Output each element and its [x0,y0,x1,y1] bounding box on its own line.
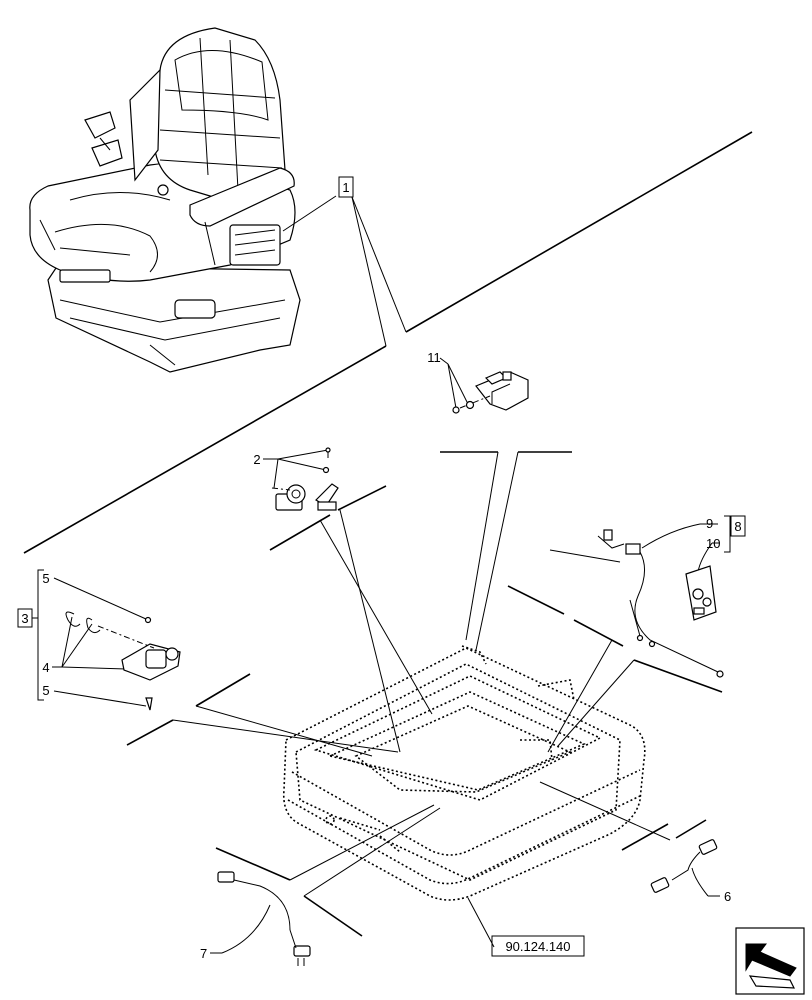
next-page-arrow-icon[interactable] [735,927,805,995]
callout-7: 7 [200,946,207,961]
harness-part-7 [217,871,311,966]
bracket-3 [37,569,44,701]
seat-assembly [29,27,301,373]
callout-11: 11 [427,350,441,365]
callout-5-top: 5 [42,571,49,586]
callout-6: 6 [724,889,731,904]
callout-8: 8 [734,519,741,534]
callout-8-box [730,515,746,537]
switch-panel-part-10 [685,565,717,621]
callout-1-box [338,176,354,198]
callout-10: 10 [706,536,720,551]
harness-part-9 [549,529,724,678]
harness-part-6 [650,839,718,893]
callout-4: 4 [42,660,49,675]
callout-3: 3 [21,611,28,626]
reference-number[interactable]: 90.124.140 [505,939,570,954]
bracket-8 [724,515,731,553]
sensor-part-2 [271,447,339,511]
callout-9: 9 [706,516,713,531]
reference-link[interactable]: 90.124.140 [491,935,585,957]
callout-5-bottom: 5 [42,683,49,698]
reference-box[interactable] [491,935,585,957]
bracket-part-11 [452,371,529,414]
switch-part-3 [65,611,181,711]
callouts: 1 2 3 4 5 5 6 7 8 9 10 11 [17,176,746,961]
leader-lines [23,131,753,954]
seat-frame-dotted [282,645,646,901]
callout-2: 2 [253,452,260,467]
callout-1: 1 [342,180,349,195]
